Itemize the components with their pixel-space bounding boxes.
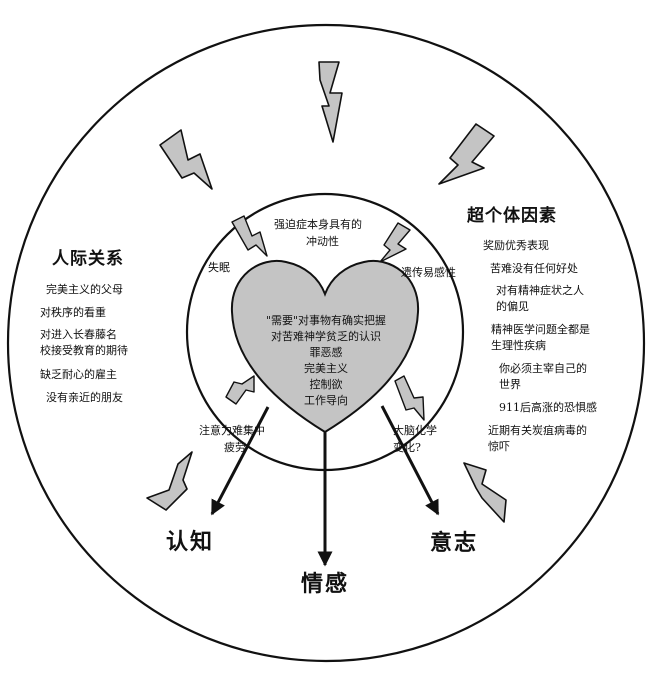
- outcome-arrows: [210, 405, 440, 567]
- insomnia-label: 失眠: [208, 261, 230, 274]
- interpersonal-item: 对秩序的看重: [40, 306, 106, 319]
- transpersonal-item: 对有精神症状之人: [496, 284, 584, 297]
- heart-line: 对苦难神学贫乏的认识: [271, 329, 381, 343]
- genetic-label: 遗传易感性: [401, 266, 456, 279]
- will-label: 意志: [430, 530, 479, 556]
- interpersonal-item: 缺乏耐心的雇主: [40, 368, 117, 381]
- heart-text: "需要"对事物有确实把握 对苦难神学贫乏的认识 罪恶感 完美主义 控制欲 工作导…: [245, 313, 407, 409]
- transpersonal-item: 世界: [499, 378, 521, 391]
- transpersonal-item: 奖励优秀表现: [483, 239, 549, 252]
- heart-line: 控制欲: [309, 377, 343, 391]
- lightning-bolt-icon: [394, 375, 425, 421]
- lightning-bolt-icon: [225, 375, 255, 405]
- transpersonal-item: 911后高涨的恐惧感: [499, 401, 597, 414]
- lightning-bolt-icon: [159, 129, 213, 190]
- transpersonal-item: 近期有关炭疽病毒的: [488, 424, 587, 437]
- transpersonal-item: 你必须主宰自己的: [499, 362, 587, 375]
- heart-line: "需要"对事物有确实把握: [265, 314, 387, 327]
- impulsivity-label: 冲动性: [306, 235, 339, 248]
- interpersonal-title: 人际关系: [52, 249, 124, 269]
- impulsivity-label: 强迫症本身具有的: [274, 218, 362, 231]
- heart-shape: [230, 259, 420, 434]
- arrow-to-will: [380, 405, 440, 516]
- transpersonal-item: 苦难没有任何好处: [490, 262, 578, 275]
- lightning-bolt-icon: [438, 123, 495, 185]
- lightning-bolt-icon: [146, 451, 193, 511]
- transpersonal-item: 生理性疾病: [491, 339, 546, 352]
- heart-line: 工作导向: [304, 393, 348, 407]
- brain-chemistry-label: 变化?: [393, 441, 421, 454]
- heart-line: 罪恶感: [309, 345, 343, 359]
- transpersonal-item: 惊吓: [488, 440, 510, 453]
- emotion-label: 情感: [301, 571, 350, 597]
- lightning-bolt-icon: [318, 61, 343, 143]
- outer-circle: [6, 23, 646, 663]
- cognition-label: 认知: [166, 529, 215, 555]
- attention-label: 注意力难集中: [199, 424, 265, 437]
- lightning-bolt-icon: [463, 462, 507, 523]
- lightning-bolt-icon: [379, 222, 411, 263]
- interpersonal-item: 完美主义的父母: [46, 283, 123, 296]
- interpersonal-item: 没有亲近的朋友: [46, 391, 123, 404]
- outer-lightning-bolts: [146, 61, 507, 523]
- heart-line: 完美主义: [304, 361, 348, 375]
- transpersonal-title: 超个体因素: [467, 206, 557, 226]
- arrow-to-cognition: [210, 406, 270, 516]
- transpersonal-item: 精神医学问题全都是: [491, 323, 590, 336]
- transpersonal-item: 的偏见: [496, 300, 529, 313]
- lightning-bolt-icon: [231, 215, 268, 257]
- fatigue-label: 疲劳: [224, 441, 246, 454]
- brain-chemistry-label: 大脑化学: [393, 424, 437, 437]
- interpersonal-item: 对进入长春藤名: [40, 328, 117, 341]
- inner-lightning-bolts: [225, 215, 425, 421]
- interpersonal-item: 校接受教育的期待: [40, 344, 128, 357]
